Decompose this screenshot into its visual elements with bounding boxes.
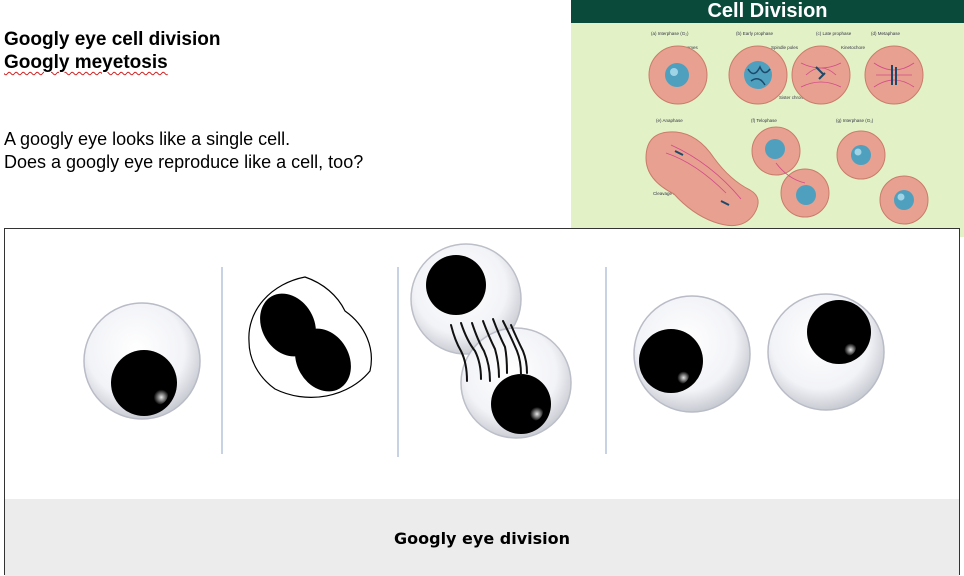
heading: Googly eye cell division Googly meyetosi… (4, 28, 220, 74)
panel-caption: Googly eye division (5, 529, 959, 548)
callout-spindle-poles: Spindle poles (771, 45, 799, 50)
cell-late-prophase (792, 46, 850, 104)
stage-label-c: (c) Late prophase (816, 31, 852, 36)
googly-eye-daughter-right (768, 294, 884, 410)
cell-early-prophase (729, 46, 787, 104)
stage-label-f: (f) Telophase (751, 118, 777, 123)
intro-text: A googly eye looks like a single cell. D… (4, 128, 363, 174)
mitosis-illustration: (a) Interphase (G₂) (b) Early prophase (… (571, 23, 964, 237)
figure-title: Cell Division (571, 0, 964, 23)
stage-label-g: (g) Interphase (G₁) (836, 118, 874, 123)
heading-line-2-text: Googly meyetosis (4, 52, 168, 73)
cell-metaphase (865, 46, 923, 104)
cell-interphase-g2 (649, 46, 707, 104)
cell-division-figure: Cell Division (a) Interphase (G₂) (b) Ea… (571, 0, 964, 237)
stage-label-b: (b) Early prophase (736, 31, 774, 36)
stage-label-d: (d) Metaphase (871, 31, 901, 36)
intro-line-2: Does a googly eye reproduce like a cell,… (4, 151, 363, 174)
intro-line-1: A googly eye looks like a single cell. (4, 128, 363, 151)
callout-kinetochore: Kinetochore (841, 45, 866, 50)
googly-eye-panel: Googly eye division (4, 228, 960, 575)
cell-interphase-g1 (837, 131, 928, 224)
heading-line-1: Googly eye cell division (4, 28, 220, 51)
stage-label-e: (e) Anaphase (656, 118, 683, 123)
googly-eye-anaphase (411, 244, 571, 438)
googly-eye-single (84, 303, 200, 419)
googly-eye-diagram (5, 229, 959, 499)
heading-line-2: Googly meyetosis (4, 51, 220, 74)
googly-eye-dividing-outline (249, 277, 371, 402)
cell-anaphase (646, 132, 758, 226)
googly-eye-daughter-left (634, 296, 750, 412)
cell-telophase (752, 127, 829, 217)
stage-label-a: (a) Interphase (G₂) (651, 31, 689, 36)
